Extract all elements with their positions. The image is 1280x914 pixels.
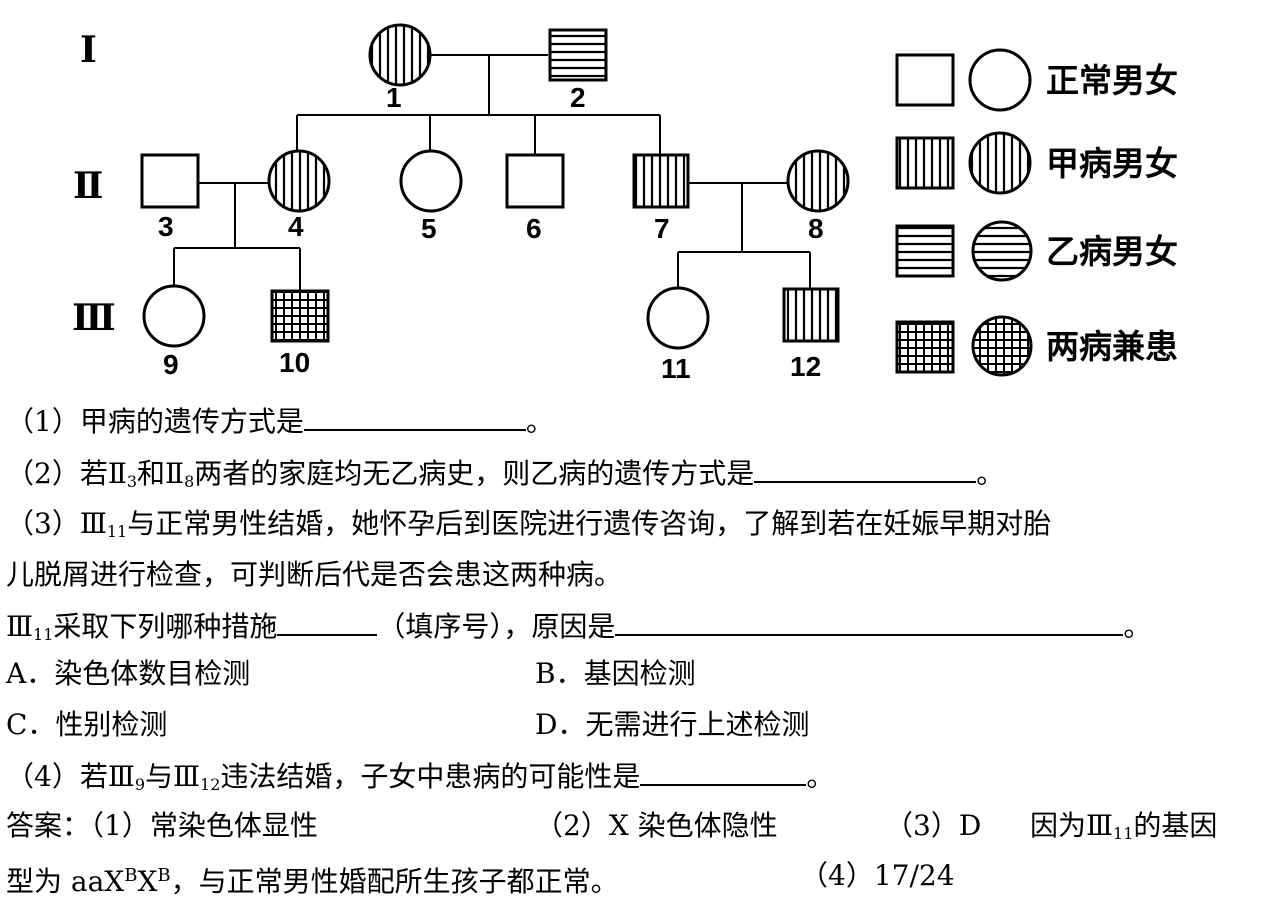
answer-3-reason-a: 因为Ⅲ — [1030, 809, 1114, 842]
q3b-end: 。 — [1123, 610, 1152, 643]
answer-3: （3）D — [885, 809, 982, 842]
answer-2: （2）X 染色体隐性 — [535, 809, 778, 842]
q3b-part-b: 采取下列哪种措施 — [53, 610, 278, 643]
individual-number-10: 10 — [279, 347, 310, 378]
individual-8-affected-female — [786, 149, 850, 213]
answer-blank-3a — [277, 606, 378, 636]
individual-4-affected-female — [267, 149, 331, 213]
individual-12-affected-male — [782, 287, 840, 343]
legend: 正常男女 甲病男女 乙病男女 两病兼患 — [895, 48, 1178, 377]
answer-genotype-a: 型为 aaX — [6, 865, 125, 898]
q3-part-b: 与正常男性结婚，她怀孕后到医院进行遗传咨询，了解到若在妊娠早期对胎 — [127, 507, 1052, 540]
question-3: （3）Ⅲ11与正常男性结婚，她怀孕后到医院进行遗传咨询，了解到若在妊娠早期对胎 — [6, 504, 1280, 552]
individual-11-normal-female — [646, 286, 710, 350]
q4-sub-12: 12 — [200, 775, 221, 794]
pedigree-lines — [173, 54, 811, 291]
legend-disease-b-female-icon — [971, 220, 1033, 282]
answer-line-2: 型为 aaXBXB，与正常男性婚配所生孩子都正常。 — [6, 856, 1280, 902]
individual-number-11: 11 — [661, 353, 691, 384]
individual-number-7: 7 — [654, 213, 670, 244]
legend-disease-a-male-icon — [895, 136, 955, 190]
individual-6-normal-male — [505, 153, 565, 209]
individual-number-9: 9 — [163, 349, 179, 380]
individual-number-8: 8 — [808, 213, 824, 244]
option-c: C．性别检测 — [6, 708, 168, 741]
individual-5-normal-female — [399, 149, 463, 213]
question-2: （2）若Ⅱ3和Ⅱ8两者的家庭均无乙病史，则乙病的遗传方式是 。 — [6, 453, 1280, 502]
individual-number-6: 6 — [526, 213, 542, 244]
q4-part-a: （4）若Ⅲ — [6, 760, 135, 793]
individual-9-normal-female — [142, 284, 206, 348]
answer-blank-2 — [754, 453, 977, 483]
answer-3-reason-c: 的基因 — [1133, 809, 1218, 842]
answer-genotype-sup-1: B — [124, 865, 138, 886]
q3-line-2-text: 儿脱屑进行检查，可判断后代是否会患这两种病。 — [6, 558, 623, 591]
generation-label-1: Ⅰ — [80, 30, 97, 70]
answer-4: （4）17/24 — [800, 859, 955, 892]
legend-disease-a-female-icon — [968, 131, 1032, 195]
legend-normal-label: 正常男女 — [1046, 61, 1178, 100]
q2-end: 。 — [976, 457, 1005, 490]
question-4: （4）若Ⅲ9与Ⅲ12违法结婚，子女中患病的可能性是 。 — [6, 756, 1280, 805]
q3b-part-a: Ⅲ — [6, 610, 34, 643]
individual-3-normal-male — [140, 153, 200, 209]
individual-number-12: 12 — [790, 351, 821, 382]
question-1-text: （1）甲病的遗传方式是 — [6, 405, 304, 438]
question-3-line-2: 儿脱屑进行检查，可判断后代是否会患这两种病。 — [6, 555, 1280, 595]
pedigree-diagram: Ⅰ Ⅱ Ⅲ 1 2 3 4 5 6 7 8 9 10 — [72, 23, 1178, 384]
q2-sub-3: 3 — [126, 472, 138, 491]
q4-end: 。 — [806, 760, 835, 793]
q3b-part-c: （填序号），原因是 — [377, 610, 616, 643]
answer-blank-1 — [303, 401, 526, 431]
legend-normal-male-icon — [895, 53, 955, 107]
option-a: A．染色体数目检测 — [6, 657, 251, 690]
question-1: （1）甲病的遗传方式是 。 — [6, 401, 1280, 442]
option-d: D．无需进行上述检测 — [535, 708, 810, 741]
individual-7-affected-male — [632, 153, 690, 209]
individual-1-affected-female — [368, 23, 432, 87]
legend-both-female-icon — [971, 315, 1033, 377]
answer-blank-4 — [640, 756, 807, 786]
q4-part-b: 与Ⅲ — [145, 760, 201, 793]
question-1-end: 。 — [525, 405, 554, 438]
legend-disease-b-male-icon — [895, 224, 955, 278]
legend-both-male-icon — [895, 320, 955, 374]
answer-3-sub-11: 11 — [1113, 824, 1134, 843]
answer-genotype-b: X — [137, 865, 158, 898]
answer-blank-3b — [615, 606, 1124, 636]
answer-1: 答案：（1）常染色体显性 — [6, 809, 318, 842]
question-3b: Ⅲ11采取下列哪种措施 （填序号），原因是 。 — [6, 606, 1280, 655]
legend-normal-female-icon — [968, 48, 1032, 112]
individual-number-1: 1 — [386, 82, 402, 113]
q2-part-a: （2）若Ⅱ — [6, 457, 127, 490]
q2-part-b: 和Ⅱ — [137, 457, 185, 490]
generation-label-3: Ⅲ — [72, 298, 116, 338]
q3-sub-11: 11 — [106, 522, 128, 541]
q4-part-c: 违法结婚，子女中患病的可能性是 — [220, 760, 641, 793]
individual-2-affected-male — [548, 28, 608, 82]
q3b-sub-11: 11 — [33, 625, 54, 644]
individual-number-4: 4 — [288, 211, 304, 242]
individual-10-both-diseases-male — [270, 289, 330, 343]
legend-disease-b-label: 乙病男女 — [1046, 232, 1178, 271]
q2-part-c: 两者的家庭均无乙病史，则乙病的遗传方式是 — [194, 457, 755, 490]
answer-genotype-c: ，与正常男性婚配所生孩子都正常。 — [170, 865, 619, 898]
q3-part-a: （3）Ⅲ — [6, 507, 107, 540]
legend-disease-a-label: 甲病男女 — [1046, 144, 1178, 183]
q2-sub-8: 8 — [184, 472, 195, 491]
q4-sub-9: 9 — [134, 775, 146, 794]
individual-number-2: 2 — [570, 82, 586, 113]
answer-genotype-sup-2: B — [157, 865, 171, 886]
option-b: B．基因检测 — [535, 657, 696, 690]
generation-label-2: Ⅱ — [73, 166, 103, 206]
legend-both-label: 两病兼患 — [1046, 327, 1178, 366]
individual-number-3: 3 — [158, 211, 174, 242]
answer-3-reason: 因为Ⅲ11的基因 — [1030, 806, 1217, 854]
individual-number-5: 5 — [421, 213, 437, 244]
